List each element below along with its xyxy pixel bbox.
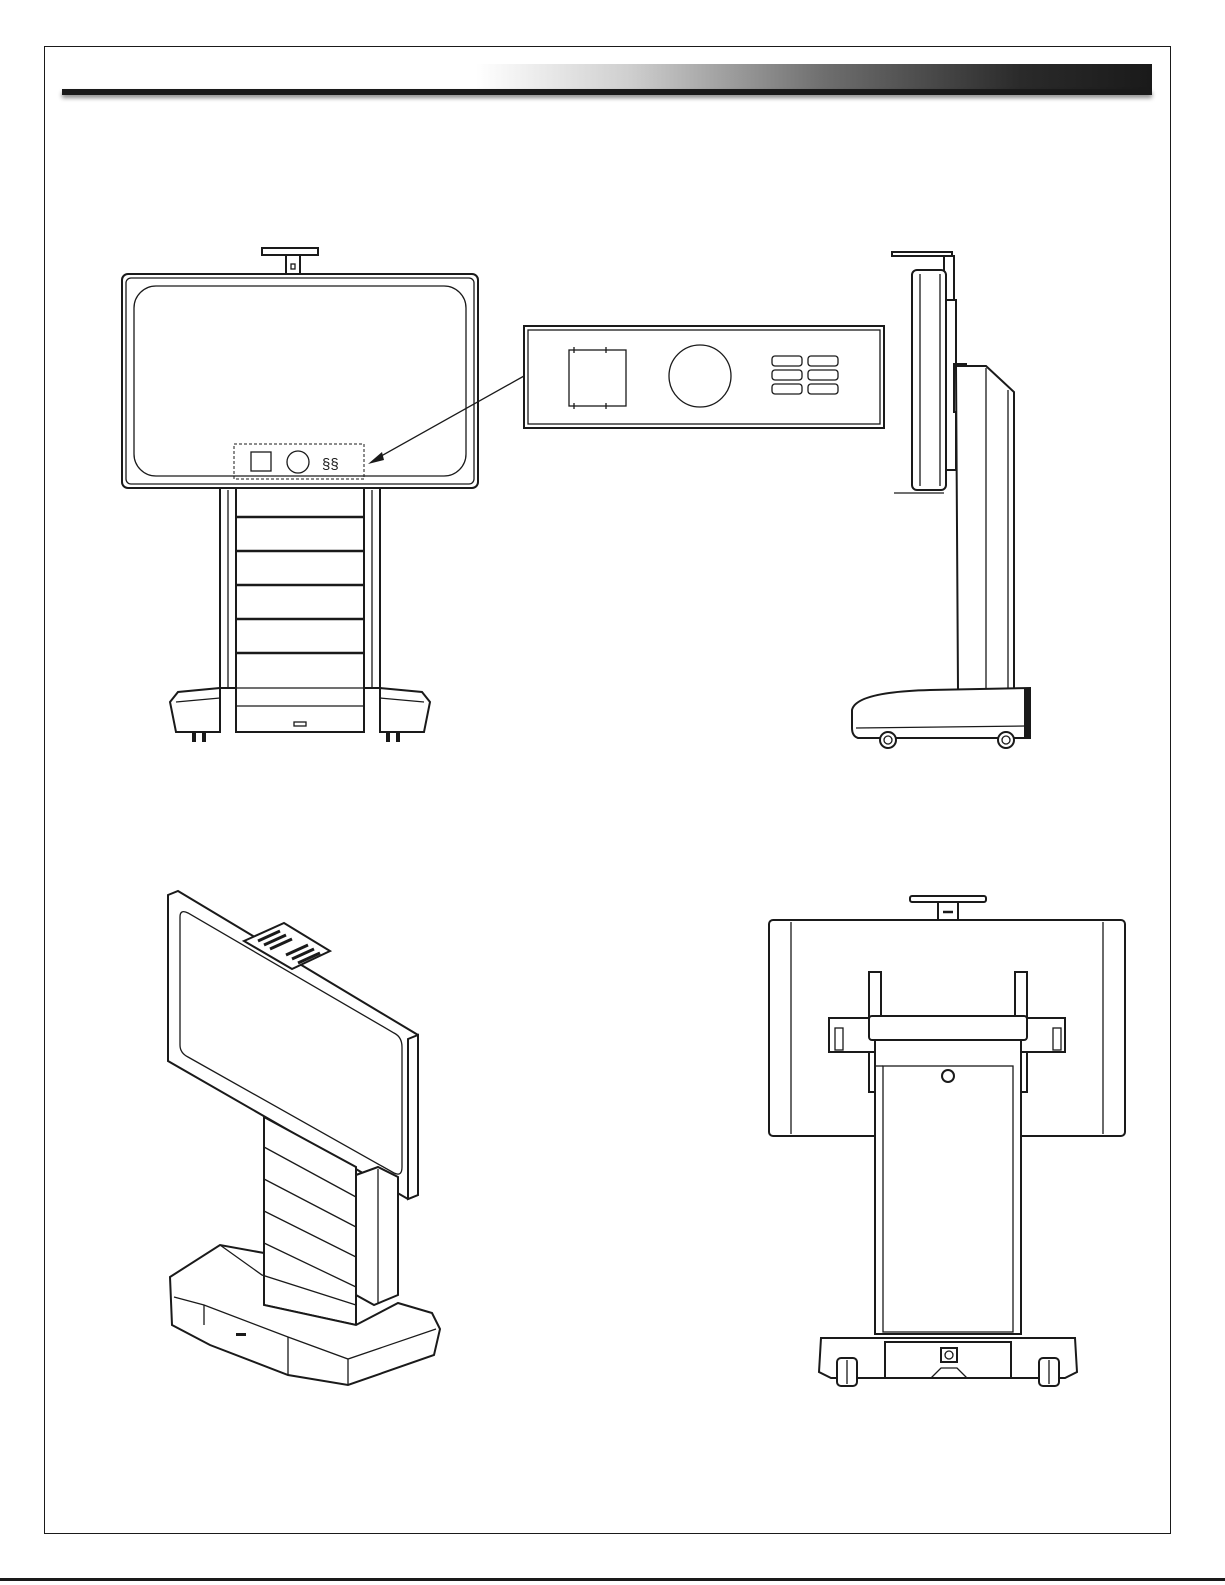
detail-callout-drawing: [360, 320, 890, 470]
front-view-drawing: §§: [110, 240, 500, 750]
rear-view-drawing: [765, 890, 1135, 1390]
header-rule: [62, 89, 1152, 95]
svg-text:§§: §§: [322, 456, 339, 473]
header-gradient-bar: [62, 64, 1152, 90]
callout-arrow-icon: [368, 452, 384, 464]
side-view-drawing: [840, 240, 1050, 755]
isometric-view-drawing: [160, 885, 460, 1390]
bottom-rule: [0, 1578, 1225, 1581]
